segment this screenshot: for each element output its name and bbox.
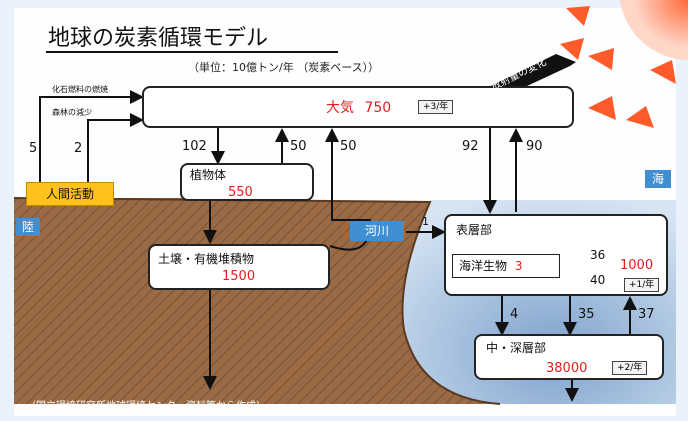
- land-tag: 陸: [16, 218, 40, 236]
- atmosphere-trend-badge: +3/年: [418, 100, 454, 114]
- marine-life-value: 3: [514, 259, 523, 273]
- surface-ocean-label: 表層部: [456, 223, 493, 237]
- human-activity-box: 人間活動: [26, 182, 114, 206]
- land-area: [14, 198, 500, 404]
- plants-label: 植物体: [190, 168, 227, 182]
- deep-ocean-value: 38000: [546, 361, 588, 376]
- plants-box: [180, 163, 314, 201]
- fossil-fuel-flow: 5: [29, 141, 38, 156]
- soil-box: [148, 244, 330, 290]
- flow-plants-to-atm: 50: [290, 139, 307, 154]
- source-note: （国立環境研究所地球環境センター資料等から作成）: [26, 401, 266, 412]
- atmosphere-label: 大気 750: [326, 101, 391, 115]
- plants-value: 550: [228, 185, 253, 200]
- atmosphere-name: 大気: [326, 100, 354, 116]
- river-tag: 河川: [350, 221, 404, 241]
- flow-surface-to-deep-a: 4: [510, 307, 519, 322]
- soil-value: 1500: [222, 269, 256, 284]
- deep-trend-badge: +2/年: [612, 361, 648, 375]
- flow-soil-to-atm: 50: [340, 139, 357, 154]
- sun-icon: [620, 0, 688, 60]
- atmosphere-value: 750: [364, 100, 392, 116]
- deforestation-flow: 2: [74, 141, 83, 156]
- deep-ocean-label: 中・深層部: [486, 341, 547, 355]
- flow-surface-to-deep-b: 35: [578, 307, 595, 322]
- sea-tag: 海: [645, 170, 671, 188]
- marine-life-box: 海洋生物 3: [452, 254, 560, 278]
- surface-store-value: 1000: [620, 258, 654, 273]
- diagram-title: 地球の炭素循環モデル: [48, 26, 269, 51]
- flow-atm-to-ocean: 92: [462, 139, 479, 154]
- flow-exchange-in: 36: [590, 248, 606, 262]
- unit-subtitle: （単位：10億トン/年 （炭素ベース））: [188, 61, 380, 74]
- deforestation-label: 森林の減少: [52, 108, 92, 117]
- sun-ray-icons: [560, 6, 676, 128]
- atmosphere-box: [142, 86, 574, 128]
- flow-deep-to-surface: 37: [638, 307, 655, 322]
- flow-exchange-out: 40: [590, 273, 606, 287]
- flow-ocean-to-atm: 90: [526, 139, 543, 154]
- flow-river: 1: [422, 215, 429, 228]
- flow-atm-to-plants: 102: [182, 139, 207, 154]
- surface-trend-badge: +1/年: [624, 278, 660, 292]
- fossil-fuel-label: 化石燃料の燃焼: [52, 85, 108, 94]
- marine-life-label: 海洋生物: [459, 259, 508, 273]
- soil-label: 土壌・有機堆積物: [158, 252, 255, 266]
